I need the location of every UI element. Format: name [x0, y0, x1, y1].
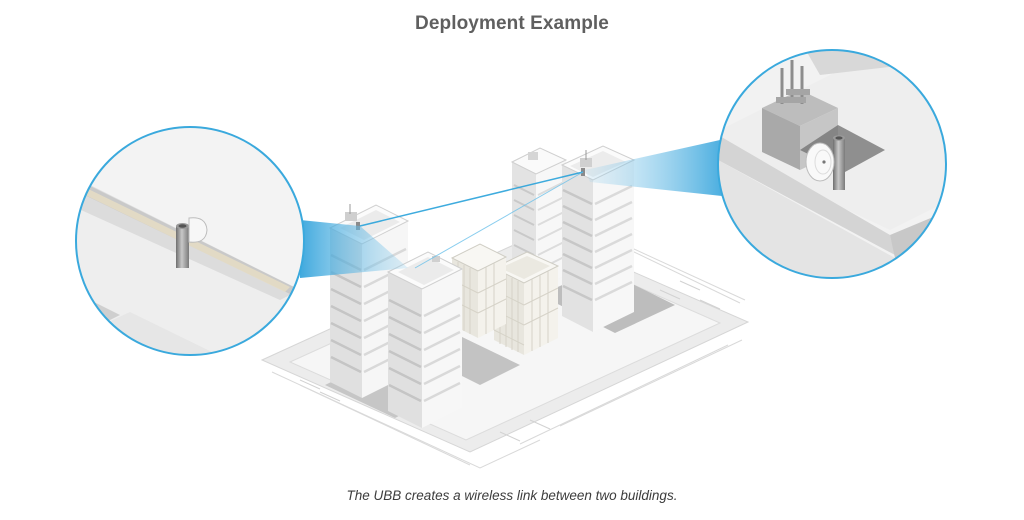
caption: The UBB creates a wireless link between … — [346, 488, 678, 503]
wireless-link-line — [414, 171, 584, 269]
right-inset-zoom — [717, 49, 947, 279]
ubb-dish-icon — [805, 142, 835, 182]
mast-icon — [833, 138, 845, 190]
left-inset-zoom — [75, 126, 305, 356]
zoom-beam-left — [300, 220, 408, 278]
building-rear-tower — [510, 147, 568, 290]
building-right-tower — [560, 145, 636, 332]
mast-icon — [176, 226, 189, 268]
page-title: Deployment Example — [415, 13, 609, 34]
wireless-link-line — [359, 171, 584, 227]
ubb-device-icon — [188, 217, 208, 243]
building-front-tower — [386, 251, 464, 428]
zoom-beam-right — [585, 140, 722, 196]
